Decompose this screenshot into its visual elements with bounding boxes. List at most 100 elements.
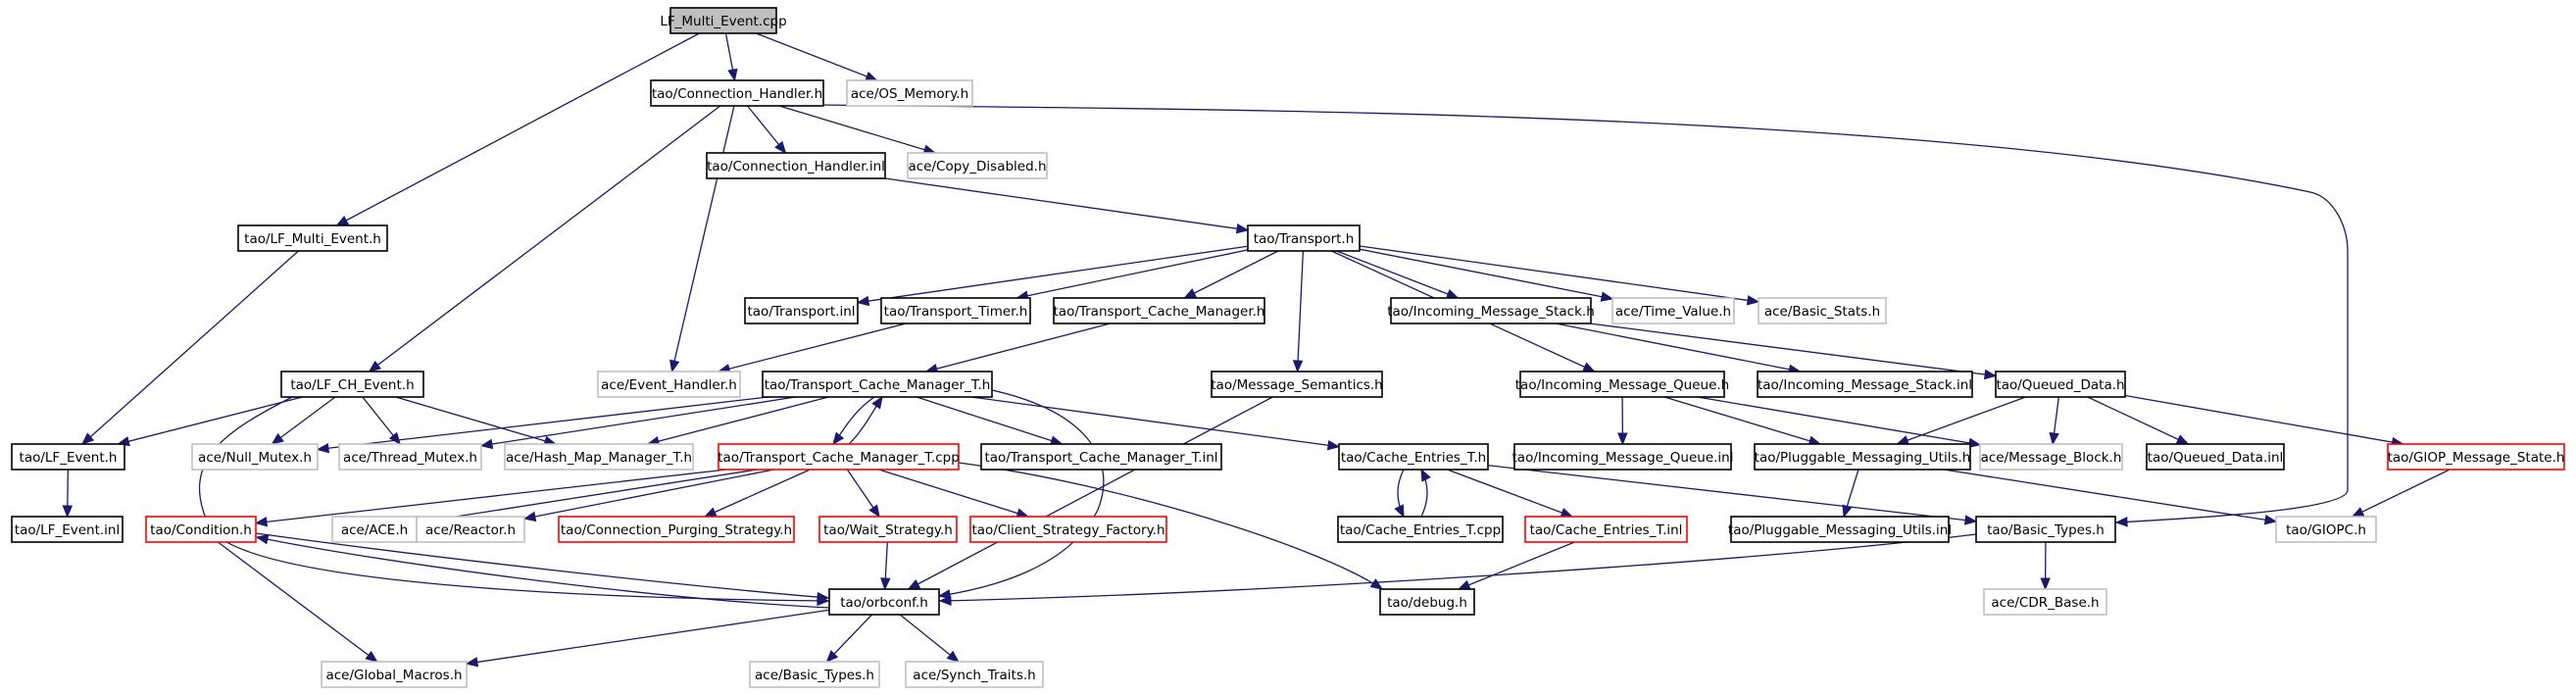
node-tao-connection-handler-inl[interactable]: tao/Connection_Handler.inl	[706, 152, 886, 179]
node-ace-basic-stats-h[interactable]: ace/Basic_Stats.h	[1758, 297, 1887, 324]
node-tao-debug-h[interactable]: tao/debug.h	[1379, 588, 1475, 616]
edge-tao-transport-timer-h-to-ace-event-handler-h	[717, 323, 907, 374]
node-tao-basic-types-h[interactable]: tao/Basic_Types.h	[1975, 516, 2116, 543]
node-tao-lf-multi-event-h[interactable]: tao/LF_Multi_Event.h	[237, 224, 388, 252]
arrowhead	[1896, 435, 1910, 445]
edge-line	[255, 469, 727, 524]
node-tao-orbconf-h[interactable]: tao/orbconf.h	[828, 588, 940, 616]
node-tao-transport-timer-h[interactable]: tao/Transport_Timer.h	[880, 297, 1031, 324]
node-tao-pluggable-messaging-utils-h[interactable]: tao/Pluggable_Messaging_Utils.h	[1754, 443, 1971, 471]
arrowhead	[2114, 517, 2128, 527]
node-ace-ace-h[interactable]: ace/ACE.h	[331, 516, 418, 543]
edge-line	[822, 104, 2349, 523]
node-tao-transport-cache-manager-t-h[interactable]: tao/Transport_Cache_Manager_T.h	[762, 371, 993, 398]
node-label: tao/Incoming_Message_Stack.inl	[1758, 377, 1972, 393]
node-ace-synch-traits-h[interactable]: ace/Synch_Traits.h	[905, 661, 1044, 688]
edge-tao-transport-cache-manager-t-h-to-tao-transport-cache-manager-t-inl	[916, 396, 1064, 446]
node-label: tao/Queued_Data.h	[1996, 377, 2124, 393]
node-tao-queued-data-inl[interactable]: tao/Queued_Data.inl	[2146, 443, 2285, 471]
node-tao-cache-entries-t-h[interactable]: tao/Cache_Entries_T.h	[1338, 443, 1489, 471]
node-tao-incoming-message-stack-inl[interactable]: tao/Incoming_Message_Stack.inl	[1757, 371, 1973, 398]
node-lf-multi-event-cpp[interactable]: LF_Multi_Event.cpp	[660, 7, 787, 34]
node-box	[416, 516, 525, 543]
node-ace-time-value-h[interactable]: ace/Time_Value.h	[1611, 297, 1735, 324]
node-box	[1337, 516, 1504, 543]
node-ace-cdr-base-h[interactable]: ace/CDR_Base.h	[1983, 588, 2107, 616]
node-tao-giop-message-state-h[interactable]: tao/GIOP_Message_State.h	[2387, 443, 2565, 471]
node-tao-lf-event-h[interactable]: tao/LF_Event.h	[11, 443, 125, 471]
node-tao-connection-purging-strategy-h[interactable]: tao/Connection_Purging_Strategy.h	[558, 516, 795, 543]
node-label: tao/Connection_Handler.h	[652, 86, 822, 102]
node-tao-transport-cache-manager-t-inl[interactable]: tao/Transport_Cache_Manager_T.inl	[980, 443, 1222, 471]
node-tao-lf-ch-event-h[interactable]: tao/LF_CH_Event.h	[280, 371, 424, 398]
arrowhead	[1235, 223, 1250, 234]
node-box	[669, 7, 777, 34]
node-tao-transport-cache-manager-h[interactable]: tao/Transport_Cache_Manager.h	[1053, 297, 1265, 324]
node-ace-hash-map-manager-t-h[interactable]: ace/Hash_Map_Manager_T.h	[504, 443, 694, 471]
node-box	[1390, 297, 1592, 324]
edge-tao-transport-cache-manager-t-cpp-to-ace-reactor-h	[522, 469, 774, 522]
node-tao-client-strategy-factory-h[interactable]: tao/Client_Strategy_Factory.h	[969, 516, 1167, 543]
node-ace-reactor-h[interactable]: ace/Reactor.h	[416, 516, 525, 543]
arrowhead	[868, 504, 880, 519]
edge-lf-multi-event-cpp-to-ace-os-memory-h	[756, 32, 878, 81]
node-ace-copy-disabled-h[interactable]: ace/Copy_Disabled.h	[907, 152, 1048, 179]
node-label: tao/Transport_Cache_Manager_T.inl	[984, 450, 1217, 466]
node-box	[1379, 588, 1475, 616]
edge-line	[369, 105, 721, 372]
node-box	[597, 371, 741, 398]
edge-tao-transport-h-to-ace-time-value-h	[1359, 248, 1614, 302]
node-tao-cache-entries-t-inl[interactable]: tao/Cache_Entries_T.inl	[1524, 516, 1688, 543]
node-ace-null-mutex-h[interactable]: ace/Null_Mutex.h	[191, 443, 319, 471]
edge-line	[1663, 396, 1821, 445]
arrowhead	[825, 650, 839, 663]
node-tao-connection-handler-h[interactable]: tao/Connection_Handler.h	[650, 79, 824, 107]
node-label: tao/Message_Semantics.h	[1211, 377, 1383, 393]
node-ace-global-macros-h[interactable]: ace/Global_Macros.h	[321, 661, 468, 688]
node-tao-giopc-h[interactable]: tao/GIOPC.h	[2275, 516, 2377, 543]
node-label: ace/Basic_Stats.h	[1764, 304, 1880, 320]
node-tao-queued-data-h[interactable]: tao/Queued_Data.h	[1995, 371, 2126, 398]
edge-line	[971, 396, 1340, 448]
node-tao-incoming-message-stack-h[interactable]: tao/Incoming_Message_Stack.h	[1387, 297, 1595, 324]
node-ace-message-block-h[interactable]: ace/Message_Block.h	[1979, 443, 2123, 471]
node-label: ace/OS_Memory.h	[851, 86, 968, 102]
node-tao-lf-event-inl[interactable]: tao/LF_Event.inl	[11, 516, 124, 543]
node-ace-thread-mutex-h[interactable]: ace/Thread_Mutex.h	[338, 443, 482, 471]
node-label: ace/CDR_Base.h	[1991, 595, 2099, 611]
edge-tao-cache-entries-t-h-to-tao-cache-entries-t-inl	[1447, 469, 1574, 518]
arrowhead	[2175, 434, 2190, 445]
node-ace-os-memory-h[interactable]: ace/OS_Memory.h	[846, 79, 973, 107]
node-box	[338, 443, 482, 471]
arrowhead	[271, 432, 284, 445]
node-tao-transport-h[interactable]: tao/Transport.h	[1247, 224, 1361, 252]
arrowhead	[1292, 360, 1304, 373]
edge-tao-giop-message-state-h-to-tao-giopc-h	[2351, 469, 2451, 518]
node-tao-incoming-message-queue-h[interactable]: tao/Incoming_Message_Queue.h	[1515, 371, 1730, 398]
node-tao-condition-h[interactable]: tao/Condition.h	[145, 516, 257, 543]
node-box	[1758, 297, 1887, 324]
node-ace-event-handler-h[interactable]: ace/Event_Handler.h	[597, 371, 741, 398]
node-label: ace/Null_Mutex.h	[198, 450, 312, 466]
node-label: tao/LF_CH_Event.h	[290, 377, 414, 393]
edge-tao-lf-event-h-to-tao-lf-event-inl	[62, 469, 74, 519]
node-box	[1975, 516, 2116, 543]
node-tao-incoming-message-queue-inl[interactable]: tao/Incoming_Message_Queue.inl	[1512, 443, 1734, 471]
node-tao-message-semantics-h[interactable]: tao/Message_Semantics.h	[1211, 371, 1383, 398]
edge-tao-lf-ch-event-h-to-ace-thread-mutex-h	[362, 396, 401, 446]
node-ace-basic-types-h[interactable]: ace/Basic_Types.h	[749, 661, 880, 688]
node-tao-transport-cache-manager-t-cpp[interactable]: tao/Transport_Cache_Manager_T.cpp	[718, 443, 960, 471]
arrowhead	[1617, 432, 1628, 446]
node-box	[191, 443, 319, 471]
arrowhead	[254, 517, 269, 527]
node-tao-pluggable-messaging-utils-inl[interactable]: tao/Pluggable_Messaging_Utils.inl	[1728, 516, 1952, 543]
node-box	[1513, 443, 1732, 471]
node-label: tao/Cache_Entries_T.inl	[1530, 522, 1683, 538]
node-tao-wait-strategy-h[interactable]: tao/Wait_Strategy.h	[818, 516, 958, 543]
node-tao-cache-entries-t-cpp[interactable]: tao/Cache_Entries_T.cpp	[1337, 516, 1504, 543]
node-box	[1611, 297, 1735, 324]
edge-line	[1016, 249, 1249, 299]
node-tao-transport-inl[interactable]: tao/Transport.inl	[744, 297, 859, 324]
arrowhead	[316, 443, 330, 454]
arrowhead	[368, 360, 382, 372]
